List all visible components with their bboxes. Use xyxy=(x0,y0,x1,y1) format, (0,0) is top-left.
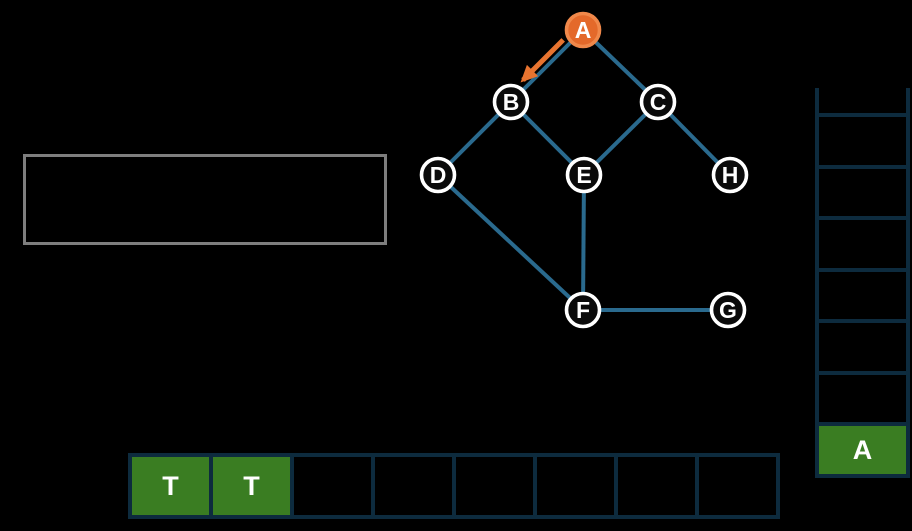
node-circle-D xyxy=(419,156,457,194)
stack-cell: A xyxy=(819,426,906,479)
node-E: E xyxy=(565,156,603,194)
node-circle-F xyxy=(564,291,602,329)
node-circle-E xyxy=(565,156,603,194)
node-F: F xyxy=(564,291,602,329)
info-box xyxy=(23,154,387,245)
node-label-C: C xyxy=(650,89,667,115)
traversal-arrow-A-B xyxy=(520,38,565,83)
node-label-A: A xyxy=(575,17,592,43)
visited-cell: T xyxy=(213,457,294,515)
stack-cell-label: A xyxy=(852,434,873,465)
node-label-G: G xyxy=(719,297,737,323)
node-H: H xyxy=(711,156,749,194)
node-label-D: D xyxy=(430,162,447,188)
node-circle-G xyxy=(709,291,747,329)
edge-E-F xyxy=(581,174,586,311)
stack-cell xyxy=(819,169,906,221)
node-circle-H xyxy=(711,156,749,194)
stack-cell xyxy=(819,323,906,375)
traversal-arrow-layer xyxy=(520,38,565,83)
node-C: C xyxy=(639,83,677,121)
visited-cell xyxy=(537,457,618,515)
edge-D-F xyxy=(436,173,585,312)
stack: A xyxy=(815,88,910,479)
node-G: G xyxy=(709,291,747,329)
node-circle-C xyxy=(639,83,677,121)
stack-cell xyxy=(819,117,906,169)
graph-nodes-layer: A B C D E H F G xyxy=(419,11,749,329)
node-circle-B xyxy=(492,83,530,121)
node-label-H: H xyxy=(722,162,739,188)
node-A: A xyxy=(564,11,602,49)
visited-cell xyxy=(699,457,776,515)
stack-cell xyxy=(819,220,906,272)
visited-cell xyxy=(456,457,537,515)
node-B: B xyxy=(492,83,530,121)
visited-cell: T xyxy=(132,457,213,515)
node-D: D xyxy=(419,156,457,194)
visited-cell-label: T xyxy=(162,470,179,501)
visited-cell-label: T xyxy=(243,470,260,501)
node-label-F: F xyxy=(576,297,590,323)
node-label-B: B xyxy=(503,89,520,115)
visited-cell xyxy=(375,457,456,515)
node-label-E: E xyxy=(576,162,591,188)
node-circle-A xyxy=(564,11,602,49)
visited-cell xyxy=(294,457,375,515)
stack-cell xyxy=(819,375,906,427)
visited-cell xyxy=(618,457,699,515)
stack-cell xyxy=(819,272,906,324)
stack-cell xyxy=(819,88,906,117)
